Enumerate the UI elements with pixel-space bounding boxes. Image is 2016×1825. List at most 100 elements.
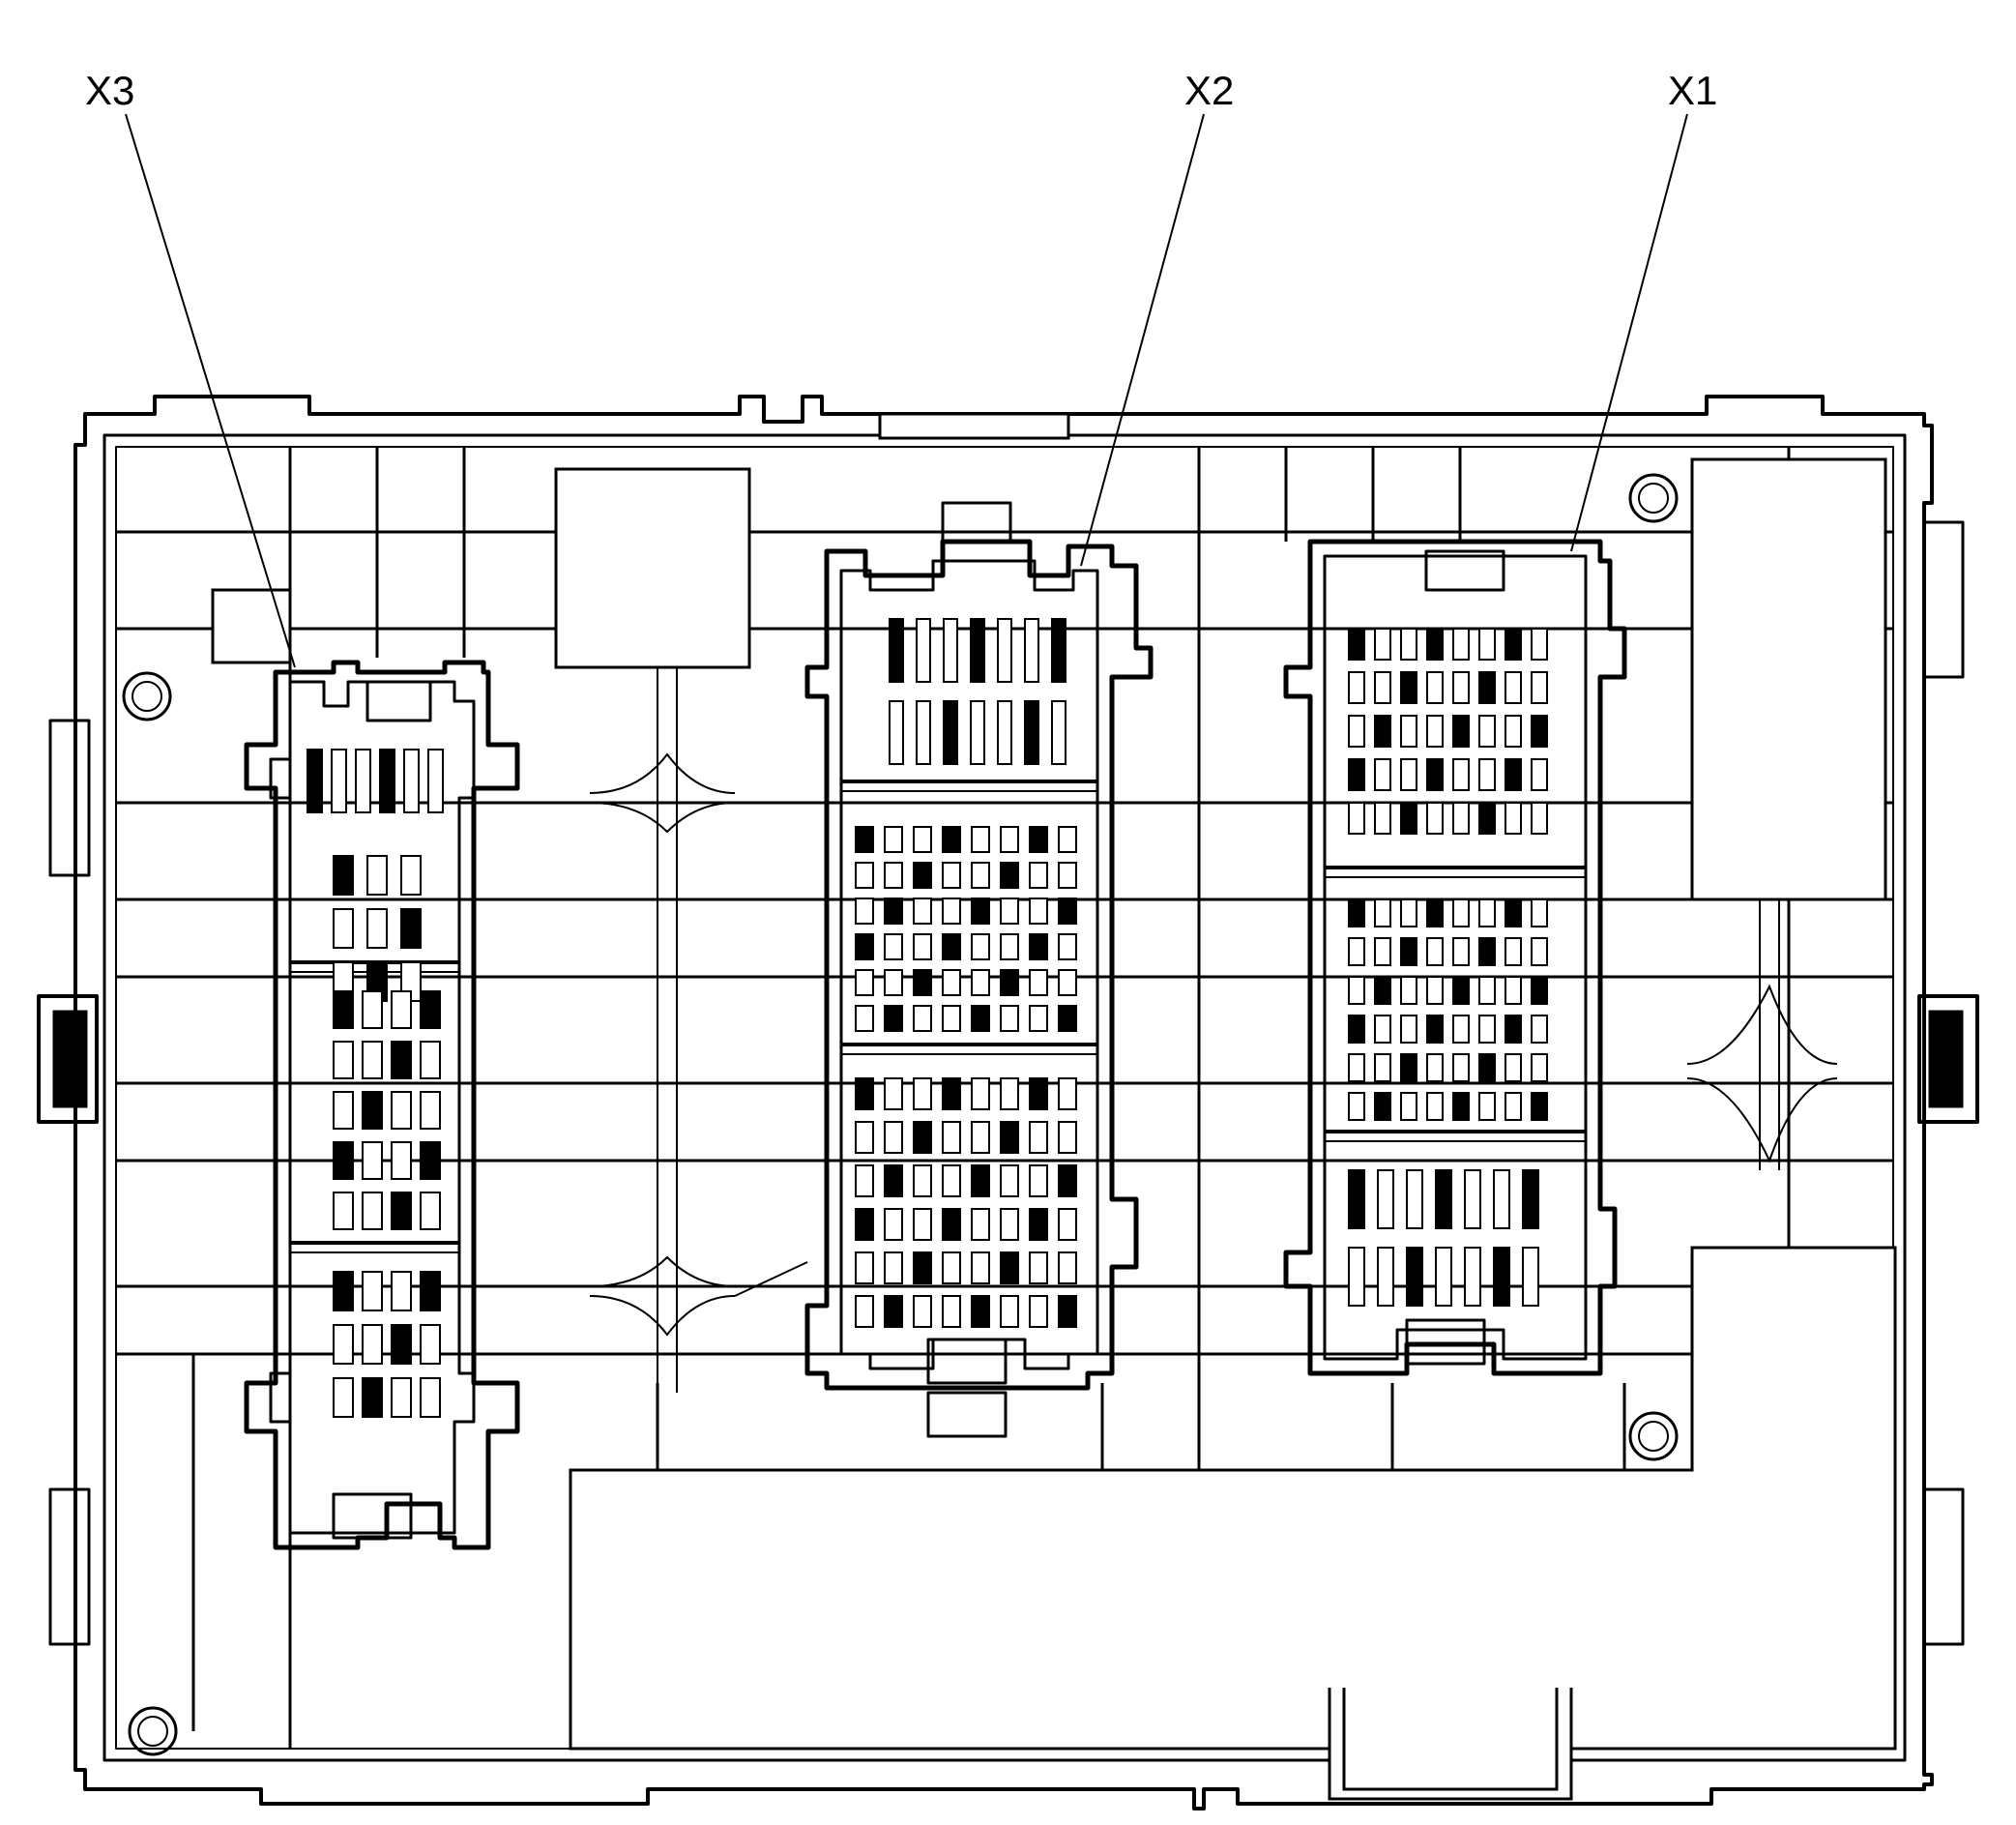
x1-middle-cavity bbox=[1348, 1053, 1365, 1082]
x1-middle-cavity bbox=[1426, 898, 1444, 927]
x2-middle-cavity bbox=[1029, 933, 1048, 960]
x1-upper-cavity bbox=[1478, 715, 1496, 748]
leader-line-x1 bbox=[1570, 113, 1688, 552]
x1-upper-cavity bbox=[1348, 628, 1365, 661]
x2-upper-cavity bbox=[916, 618, 931, 683]
x1-middle-cavity bbox=[1505, 1053, 1522, 1082]
x1-middle-cavity bbox=[1348, 976, 1365, 1005]
x1-upper-cavity bbox=[1505, 628, 1522, 661]
x2-upper-cavity bbox=[943, 700, 958, 765]
x1-upper-cavity bbox=[1426, 715, 1444, 748]
x1-middle-cavity bbox=[1531, 1092, 1548, 1121]
x1-middle-cavity bbox=[1531, 937, 1548, 966]
x2-middle-cavity bbox=[1058, 862, 1077, 889]
x3-lower-cavity bbox=[333, 1377, 354, 1418]
x2-lower-cavity bbox=[1000, 1077, 1019, 1110]
x3-middle-cavity bbox=[391, 1141, 412, 1180]
x1-upper-cavity bbox=[1374, 715, 1391, 748]
x2-middle-cavity bbox=[913, 969, 932, 996]
x1-middle-cavity bbox=[1348, 937, 1365, 966]
x1-upper-cavity bbox=[1400, 628, 1417, 661]
x3-upper-cavity bbox=[427, 749, 444, 813]
x1-middle-cavity bbox=[1374, 1092, 1391, 1121]
x2-lower-cavity bbox=[1029, 1164, 1048, 1197]
x2-middle-cavity bbox=[1029, 969, 1048, 996]
x2-lower-cavity bbox=[855, 1077, 874, 1110]
x2-upper-cavity bbox=[943, 618, 958, 683]
x1-middle-cavity bbox=[1400, 1015, 1417, 1044]
x1-middle-cavity bbox=[1505, 1092, 1522, 1121]
x2-lower-cavity bbox=[884, 1208, 903, 1241]
x2-lower-cavity bbox=[1058, 1295, 1077, 1328]
x3-lower-cavity bbox=[420, 1377, 441, 1418]
x1-upper-cavity bbox=[1531, 628, 1548, 661]
x2-lower-cavity bbox=[1029, 1251, 1048, 1284]
x2-middle-cavity bbox=[1029, 1005, 1048, 1032]
x1-middle-cavity bbox=[1531, 898, 1548, 927]
x2-lower-cavity bbox=[1000, 1295, 1019, 1328]
x1-upper-cavity bbox=[1531, 715, 1548, 748]
x1-upper-cavity bbox=[1478, 802, 1496, 835]
x1-lower-cavity bbox=[1464, 1247, 1481, 1307]
x2-middle-cavity bbox=[942, 1005, 961, 1032]
x2-lower-cavity bbox=[855, 1164, 874, 1197]
x2-middle-cavity bbox=[884, 898, 903, 925]
x2-lower-cavity bbox=[913, 1251, 932, 1284]
x1-middle-cavity bbox=[1478, 1092, 1496, 1121]
x1-lower-cavity bbox=[1406, 1169, 1423, 1229]
x1-middle-cavity bbox=[1478, 976, 1496, 1005]
x1-middle-cavity bbox=[1348, 1092, 1365, 1121]
x3-middle-cavity bbox=[362, 1091, 383, 1130]
x1-upper-cavity bbox=[1426, 628, 1444, 661]
x2-upper-cavity bbox=[1051, 618, 1066, 683]
x1-middle-cavity bbox=[1531, 1053, 1548, 1082]
x2-lower-cavity bbox=[971, 1121, 990, 1154]
x1-middle-cavity bbox=[1400, 1053, 1417, 1082]
x2-middle-cavity bbox=[971, 969, 990, 996]
x3-middle-cavity bbox=[420, 1192, 441, 1230]
x1-upper-cavity bbox=[1478, 628, 1496, 661]
x1-middle-cavity bbox=[1348, 898, 1365, 927]
x2-middle-cavity bbox=[855, 826, 874, 853]
x1-upper-cavity bbox=[1452, 758, 1470, 791]
housing-blocks bbox=[211, 412, 1897, 1801]
x2-middle-cavity bbox=[1058, 826, 1077, 853]
x2-middle-cavity bbox=[884, 933, 903, 960]
x1-lower-cavity bbox=[1377, 1169, 1394, 1229]
x2-lower-cavity bbox=[942, 1164, 961, 1197]
x2-lower-cavity bbox=[1058, 1077, 1077, 1110]
x2-lower-cavity bbox=[1000, 1121, 1019, 1154]
x1-middle-cavity bbox=[1505, 1015, 1522, 1044]
x1-upper-cavity bbox=[1478, 758, 1496, 791]
x3-lower-cavity bbox=[362, 1377, 383, 1418]
x2-middle-cavity bbox=[855, 1005, 874, 1032]
x2-middle-cavity bbox=[942, 826, 961, 853]
x2-middle-cavity bbox=[971, 933, 990, 960]
connector-x2 bbox=[804, 501, 1154, 1438]
x1-upper-cavity bbox=[1452, 715, 1470, 748]
x1-upper-cavity bbox=[1400, 671, 1417, 704]
x1-middle-cavity bbox=[1400, 937, 1417, 966]
x1-upper-cavity bbox=[1348, 758, 1365, 791]
x2-lower-cavity bbox=[884, 1251, 903, 1284]
x1-middle-cavity bbox=[1478, 937, 1496, 966]
x1-middle-cavity bbox=[1452, 976, 1470, 1005]
x2-lower-cavity bbox=[913, 1295, 932, 1328]
x3-upper-cavity bbox=[355, 749, 371, 813]
x1-middle-cavity bbox=[1505, 976, 1522, 1005]
x3-middle-cavity bbox=[391, 1192, 412, 1230]
x1-middle-cavity bbox=[1426, 1053, 1444, 1082]
x1-upper-cavity bbox=[1374, 758, 1391, 791]
x3-lower-cavity bbox=[362, 1271, 383, 1311]
x2-middle-cavity bbox=[855, 898, 874, 925]
x2-upper-cavity bbox=[997, 700, 1012, 765]
x2-lower-cavity bbox=[971, 1077, 990, 1110]
x3-middle-cavity bbox=[362, 1041, 383, 1079]
x3-middle-cavity bbox=[333, 1141, 354, 1180]
x3-middle-cavity bbox=[420, 1091, 441, 1130]
connector-x3 bbox=[244, 660, 520, 1550]
x1-middle-cavity bbox=[1374, 898, 1391, 927]
x2-middle-cavity bbox=[971, 826, 990, 853]
x2-lower-cavity bbox=[942, 1208, 961, 1241]
